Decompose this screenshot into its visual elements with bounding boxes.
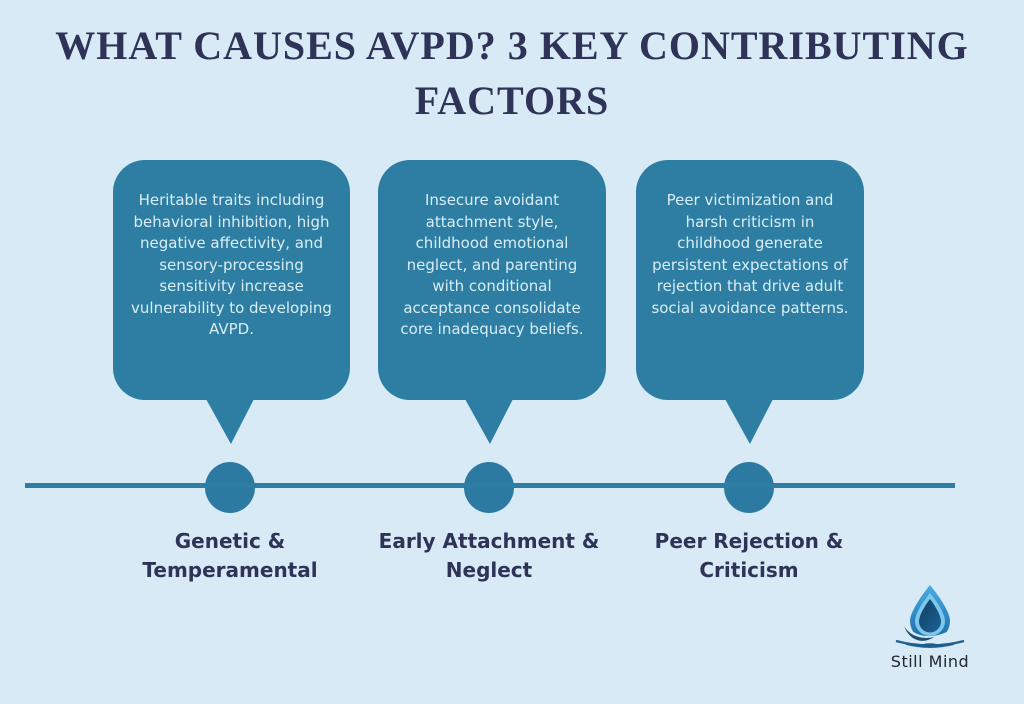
factor-bubble-genetic: Heritable traits including behavioral in… (113, 160, 350, 400)
bubble-tail (206, 399, 254, 444)
water-drop-icon (895, 585, 965, 648)
factor-bubble-rejection: Peer victimization and harsh criticism i… (636, 160, 864, 400)
factor-label-line1: Genetic & (174, 529, 286, 553)
still-mind-logo: Still Mind (870, 584, 990, 671)
timeline-line (25, 483, 955, 488)
factor-label-line2: Temperamental (142, 558, 318, 582)
factor-description: Heritable traits including behavioral in… (131, 191, 332, 338)
bubble-tail (725, 399, 773, 444)
factor-description: Peer victimization and harsh criticism i… (651, 191, 849, 317)
factor-label-genetic: Genetic & Temperamental (110, 527, 350, 585)
factor-label-attachment: Early Attachment & Neglect (369, 527, 609, 585)
factor-label-line1: Early Attachment & (378, 529, 600, 553)
page-title-line2: FACTORS (414, 78, 610, 123)
logo-text: Still Mind (890, 652, 970, 671)
page-title: WHAT CAUSES AVPD? 3 KEY CONTRIBUTING FAC… (0, 18, 1024, 128)
factor-bubble-attachment: Insecure avoidant attachment style, chil… (378, 160, 606, 400)
factor-description: Insecure avoidant attachment style, chil… (400, 191, 584, 338)
page-title-line1: WHAT CAUSES AVPD? 3 KEY CONTRIBUTING (55, 23, 969, 68)
bubble-tail (465, 399, 513, 444)
factor-label-rejection: Peer Rejection & Criticism (629, 527, 869, 585)
factor-label-line1: Peer Rejection & (654, 529, 844, 553)
factor-label-line2: Criticism (699, 558, 799, 582)
factor-label-line2: Neglect (445, 558, 533, 582)
